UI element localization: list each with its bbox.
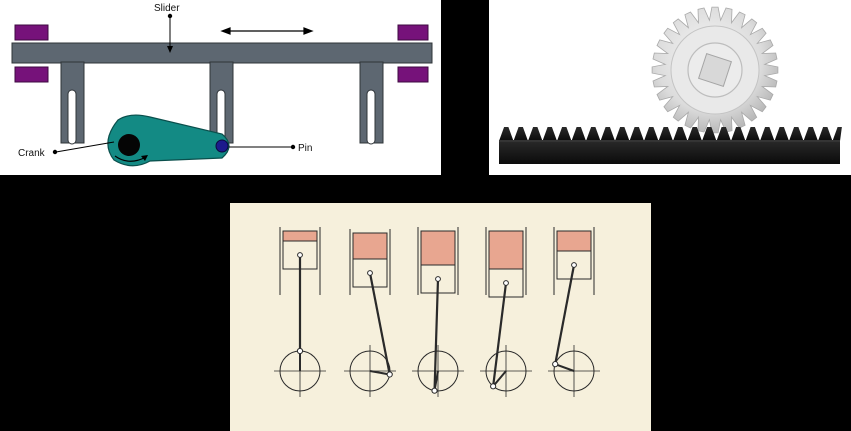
slider-leg-middle (209, 61, 234, 145)
guide-block-top-left (14, 24, 49, 41)
crank-label: Crank (18, 148, 46, 159)
piston-frame (548, 227, 600, 397)
guide-block-top-right (397, 24, 429, 41)
pin-callout-dot (290, 144, 296, 150)
crank-rotation-arrowhead (141, 155, 148, 161)
slider-label: Slider (154, 3, 180, 14)
pin-circle (215, 139, 229, 153)
connecting-rod (554, 264, 576, 365)
pinion-gear (651, 6, 779, 134)
guide-block-bottom-right (397, 66, 429, 83)
piston-sequence-panel (230, 203, 651, 431)
piston-frame (344, 229, 396, 397)
crank-center-hole (118, 134, 140, 156)
slider-callout-arrowhead (167, 46, 173, 53)
guide-block-bottom-left (14, 66, 49, 83)
gear-hex-bore (697, 52, 733, 88)
piston-frame (274, 227, 326, 397)
slider-crank-panel: Slider Crank Pin (0, 0, 441, 175)
piston-frame (412, 227, 464, 397)
motion-double-arrow (220, 27, 314, 35)
connecting-rod (492, 282, 508, 387)
piston-block (420, 230, 456, 266)
crank-arm (107, 114, 230, 167)
pin-label: Pin (298, 143, 312, 154)
piston-block (556, 230, 592, 252)
crank-callout-line (55, 141, 115, 153)
piston-block (352, 232, 388, 260)
slider-crank-diagram: Slider Crank Pin (11, 3, 433, 167)
piston-sequence-drawing (274, 227, 600, 397)
slider-bar (11, 42, 433, 64)
connecting-rod (368, 272, 391, 375)
piston-block (488, 230, 524, 270)
connecting-rod (433, 278, 440, 391)
rack-bar (499, 127, 842, 164)
rack-and-pinion-panel (489, 0, 851, 175)
slider-leg-right (359, 61, 384, 145)
rack-and-pinion-photo (499, 6, 842, 164)
slider-callout-dot (167, 13, 173, 19)
piston-frame (480, 227, 532, 397)
crank-callout-dot (52, 149, 58, 155)
slider-leg-left (60, 61, 85, 145)
piston-block (282, 230, 318, 242)
